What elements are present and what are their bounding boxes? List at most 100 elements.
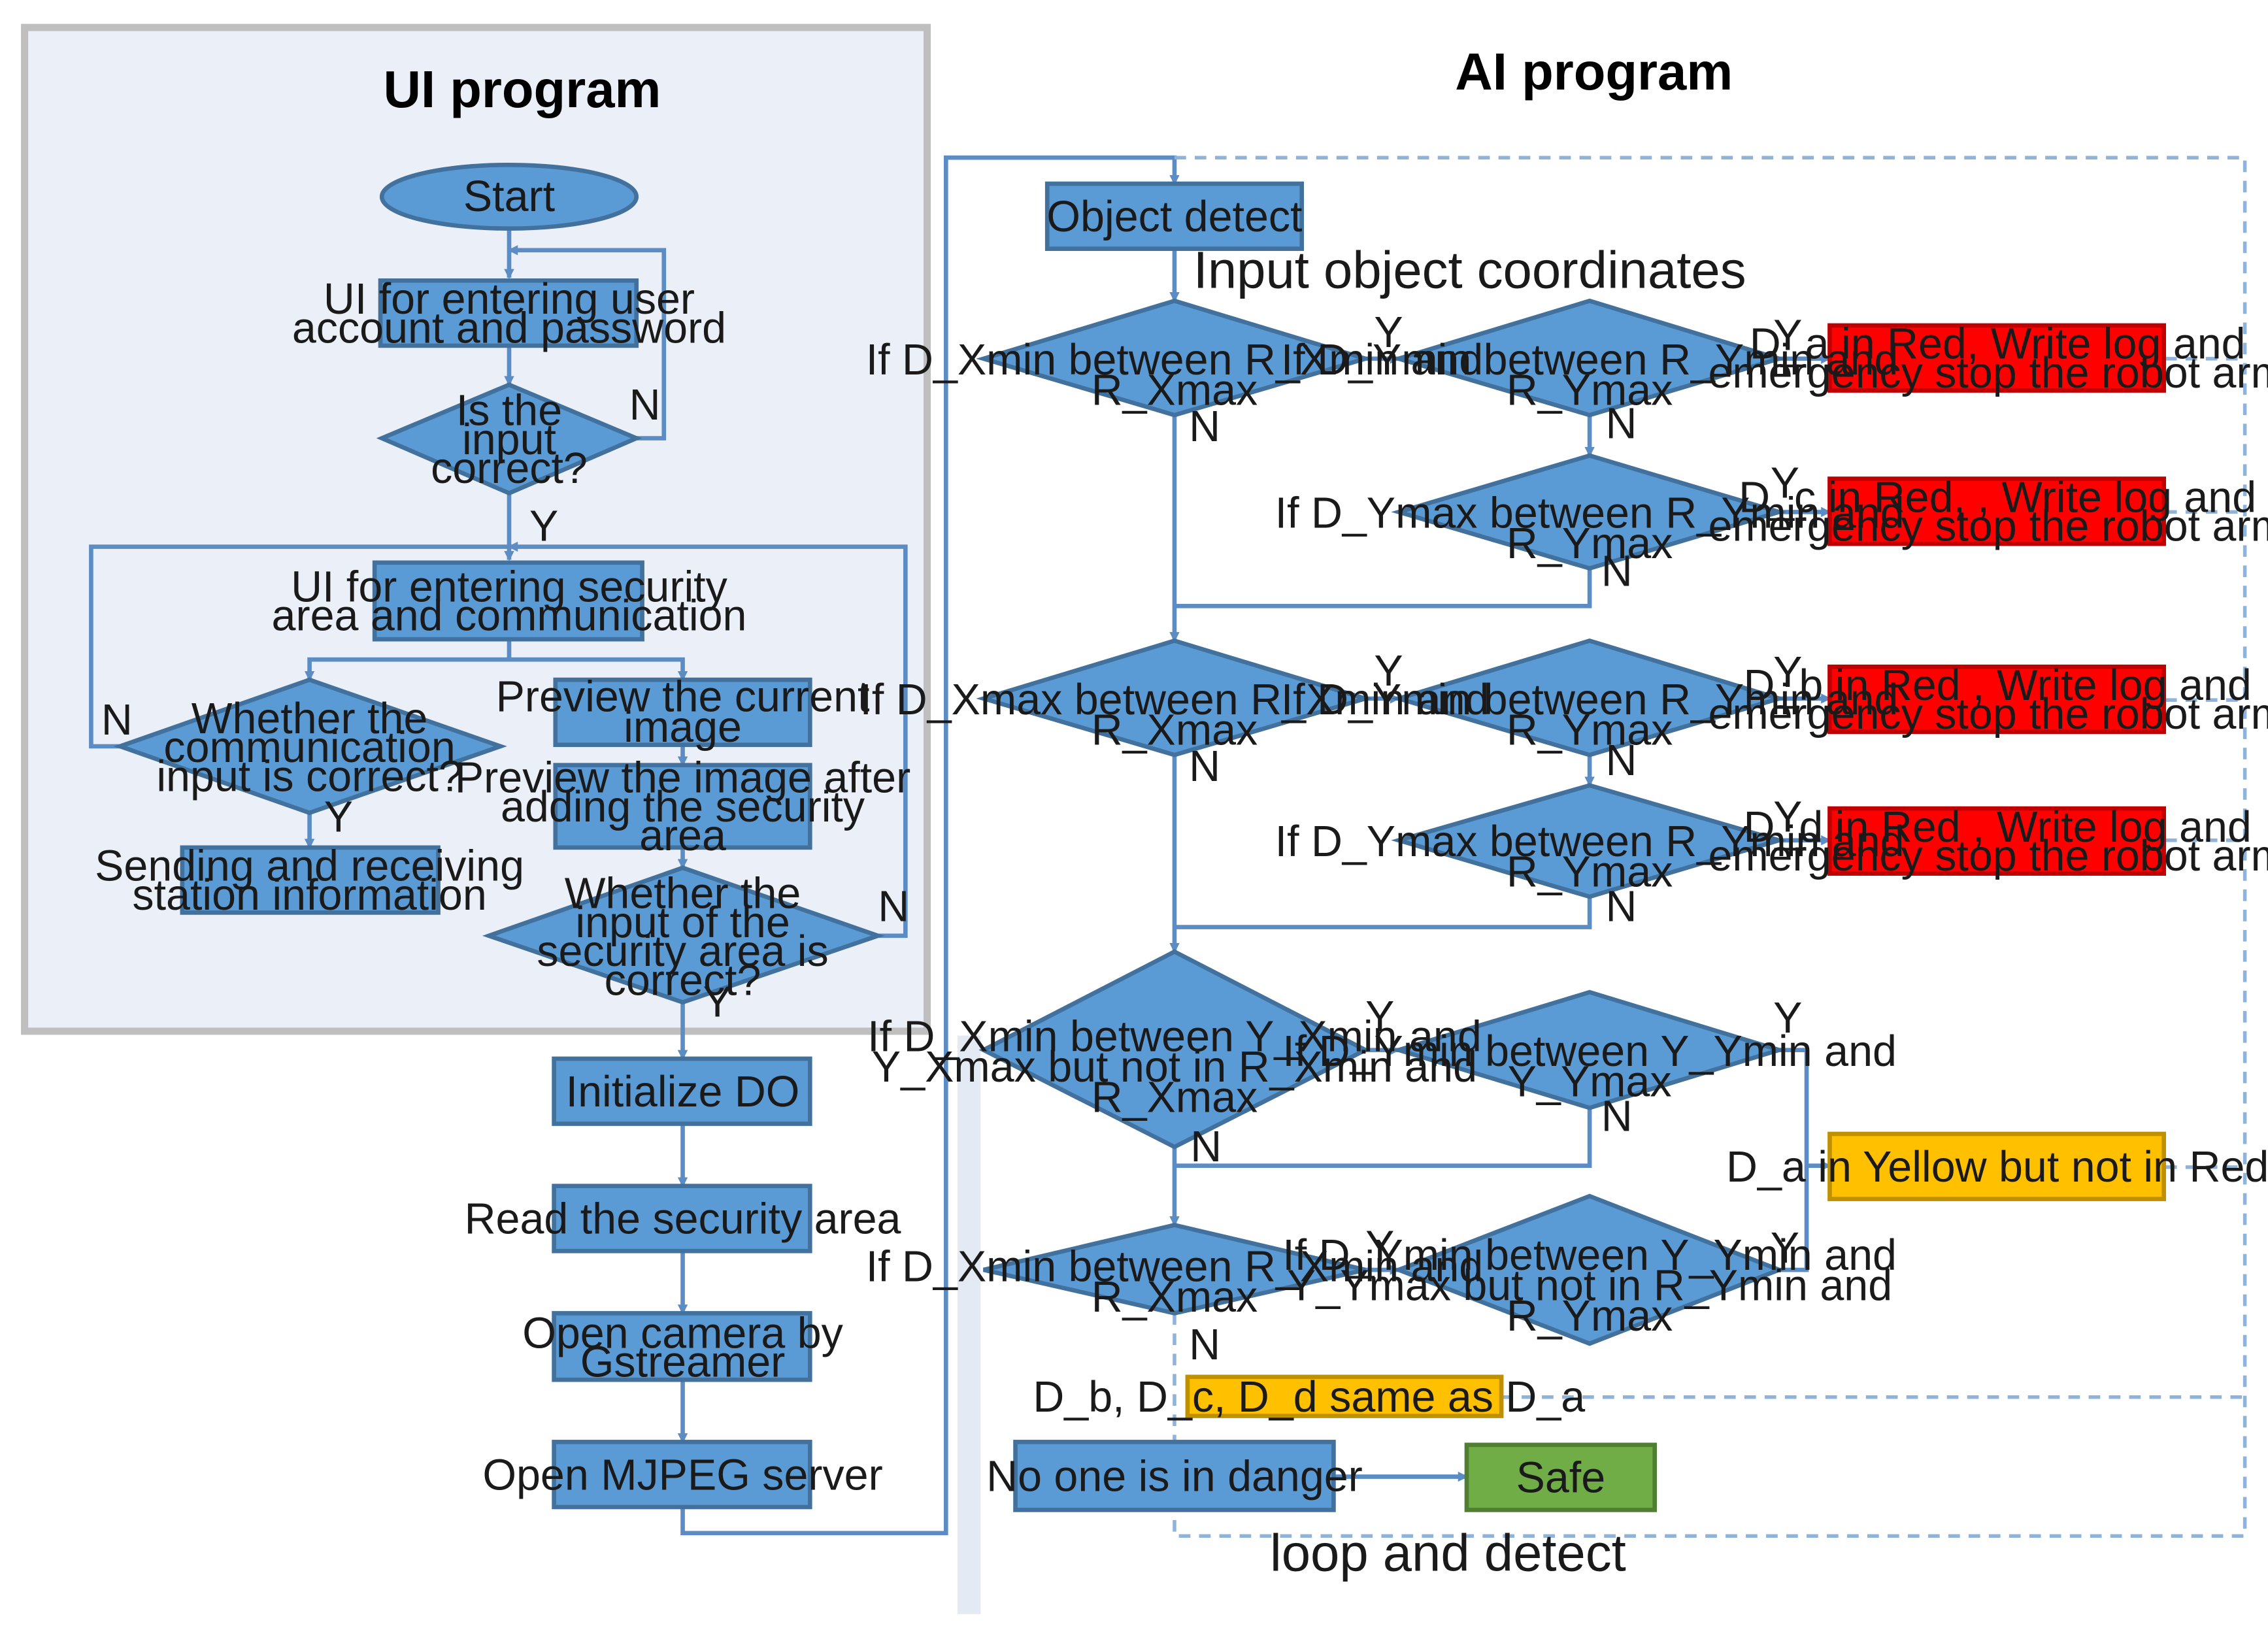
loop-detect-label: loop and detect xyxy=(1270,1523,1626,1582)
red-a-line1: D_a in Red, Write log and xyxy=(1750,320,2246,369)
open-camera-line2: Gstreamer xyxy=(580,1338,785,1387)
send-receive-line1: Sending and receiving xyxy=(95,842,524,891)
branch-n: N xyxy=(101,696,133,744)
area-correct-line4: correct? xyxy=(605,956,761,1004)
separator-band xyxy=(958,1035,981,1614)
input-correct-line3: correct? xyxy=(431,444,588,493)
branch-y: Y xyxy=(1773,648,1802,697)
branch-n: N xyxy=(878,883,909,931)
red-c-line1: D_c in Red, , Write log and xyxy=(1739,473,2256,522)
ai-connectors xyxy=(1169,248,1831,1482)
d1-line1: If D_Xmin between R_Xmin and xyxy=(866,336,1483,384)
branch-labels: N Y N Y N Y Y Y N N Y N Y Y N N Y N Y Y … xyxy=(101,308,1803,1369)
d5-line1: If D_Ymin between R_Ymin and xyxy=(1281,676,1898,724)
send-receive-line2: station information xyxy=(132,871,486,920)
preview-current-line2: image xyxy=(624,703,742,752)
area-correct-line2: input of the xyxy=(575,899,790,947)
red-d-line2: emergency stop the robot arm xyxy=(1708,832,2268,880)
start-node: Start xyxy=(463,173,555,221)
preview-after-line2: adding the security xyxy=(501,783,865,831)
red-b-line2: emergency stop the robot arm xyxy=(1708,690,2268,739)
area-correct-line1: Whether the xyxy=(565,870,801,918)
object-detect-node: Object detect xyxy=(1046,193,1302,241)
branch-y: Y xyxy=(1773,994,1802,1042)
no-danger-node: No one is in danger xyxy=(986,1452,1363,1501)
security-ui-line2: area and communication xyxy=(272,592,747,640)
branch-y: Y xyxy=(703,978,732,1027)
branch-y: Y xyxy=(529,503,558,551)
yellow-same-node: D_b, D_c, D_d same as D_a xyxy=(1033,1373,1585,1421)
ai-shapes xyxy=(976,181,2166,1512)
d2-line2: R_Ymax xyxy=(1507,367,1673,415)
d1-line2: R_Xmax xyxy=(1092,367,1258,415)
red-b-line1: D_b in Red , Write log and xyxy=(1744,661,2252,710)
preview-current-line1: Preview the current xyxy=(496,673,870,722)
d4-line1: If D_Xmax between R_Xmin and xyxy=(859,676,1489,724)
branch-n: N xyxy=(1605,737,1637,785)
branch-y: Y xyxy=(1771,1224,1799,1272)
safe-node: Safe xyxy=(1516,1454,1606,1502)
ai-program-title: AI program xyxy=(1455,42,1733,101)
branch-n: N xyxy=(1601,547,1633,595)
d10-line1: If D_Ymin between Y_Ymin and xyxy=(1282,1231,1897,1280)
branch-n: N xyxy=(1601,1093,1633,1141)
red-a-line2: emergency stop the robot arm xyxy=(1708,349,2268,397)
branch-y: Y xyxy=(1365,993,1394,1041)
d10-line2: Y_Ymax but not in R_Ymin and xyxy=(1287,1261,1892,1310)
branch-y: Y xyxy=(1374,308,1403,357)
d8-line1: If D_Ymin between Y_Ymin and xyxy=(1282,1027,1897,1076)
branch-y: Y xyxy=(1773,312,1802,360)
d7-line2: Y_Xmax but not in R_Xmin and xyxy=(872,1043,1477,1091)
ui-labels: Start UI for entering user account and p… xyxy=(95,173,910,1499)
preview-after-line3: area xyxy=(639,812,726,860)
d3-line2: R_Ymax xyxy=(1507,520,1673,568)
branch-y: Y xyxy=(1374,647,1403,695)
input-correct-line1: Is the xyxy=(456,387,562,435)
yellow-a-node: D_a in Yellow but not in Red xyxy=(1726,1143,2268,1191)
branch-n: N xyxy=(1189,403,1220,451)
branch-y: Y xyxy=(324,793,353,841)
d10-line3: R_Ymax xyxy=(1507,1292,1673,1340)
branch-n: N xyxy=(1605,400,1637,448)
d8-line2: Y_Ymax xyxy=(1508,1057,1672,1106)
ui-connectors xyxy=(89,155,1180,1536)
branch-n: N xyxy=(629,381,661,429)
branch-n: N xyxy=(1189,742,1220,791)
d2-line1: If D_Ymin between R_Ymin and xyxy=(1281,336,1898,384)
login-node-line2: account and password xyxy=(292,304,726,352)
ai-labels: Object detect Input object coordinates I… xyxy=(859,193,2268,1582)
branch-y: Y xyxy=(1771,459,1799,507)
read-area-node: Read the security area xyxy=(465,1195,901,1244)
d6-line2: R_Ymax xyxy=(1507,848,1673,896)
preview-after-line1: Preview the image after xyxy=(455,754,910,803)
branch-n: N xyxy=(1190,1123,1222,1171)
red-d-line1: D_d in Red , Write log and xyxy=(1744,803,2252,852)
branch-y: Y xyxy=(1365,1223,1394,1271)
input-correct-line2: input xyxy=(462,416,556,464)
d6-line1: If D_Ymax between R_Ymin and xyxy=(1275,818,1905,866)
area-correct-line3: security area is xyxy=(537,927,828,976)
loop-dashed-lines xyxy=(1173,156,2247,1538)
ui-shapes xyxy=(113,162,885,1510)
branch-n: N xyxy=(1605,883,1637,931)
open-camera-line1: Open camera by xyxy=(522,1309,843,1357)
branch-y: Y xyxy=(1773,793,1802,841)
red-c-line2: emergency stop the robot arm xyxy=(1708,503,2268,551)
comm-correct-line1: Whether the xyxy=(192,695,428,743)
d5-line2: R_Ymax xyxy=(1507,706,1673,755)
d9-line1: If D_Xmin between R_Xmin and xyxy=(866,1243,1483,1291)
d3-line1: If D_Ymax between R_Ymin and xyxy=(1275,490,1905,538)
d4-line2: R_Xmax xyxy=(1092,706,1258,755)
d9-line2: R_Xmax xyxy=(1092,1273,1258,1321)
ui-program-title: UI program xyxy=(383,60,661,118)
login-node-line1: UI for entering user xyxy=(324,275,695,324)
d7-line1: If D_Xmin between Y_Xmin and xyxy=(867,1013,1482,1061)
security-ui-line1: UI for entering security xyxy=(291,563,728,611)
input-coordinates-label: Input object coordinates xyxy=(1193,241,1746,299)
comm-correct-line2: communication xyxy=(163,723,455,772)
open-mjpeg-node: Open MJPEG server xyxy=(482,1451,882,1499)
init-do-node: Initialize DO xyxy=(566,1068,800,1116)
comm-correct-line3: input is correct? xyxy=(156,752,463,801)
d7-line3: R_Xmax xyxy=(1092,1074,1258,1122)
